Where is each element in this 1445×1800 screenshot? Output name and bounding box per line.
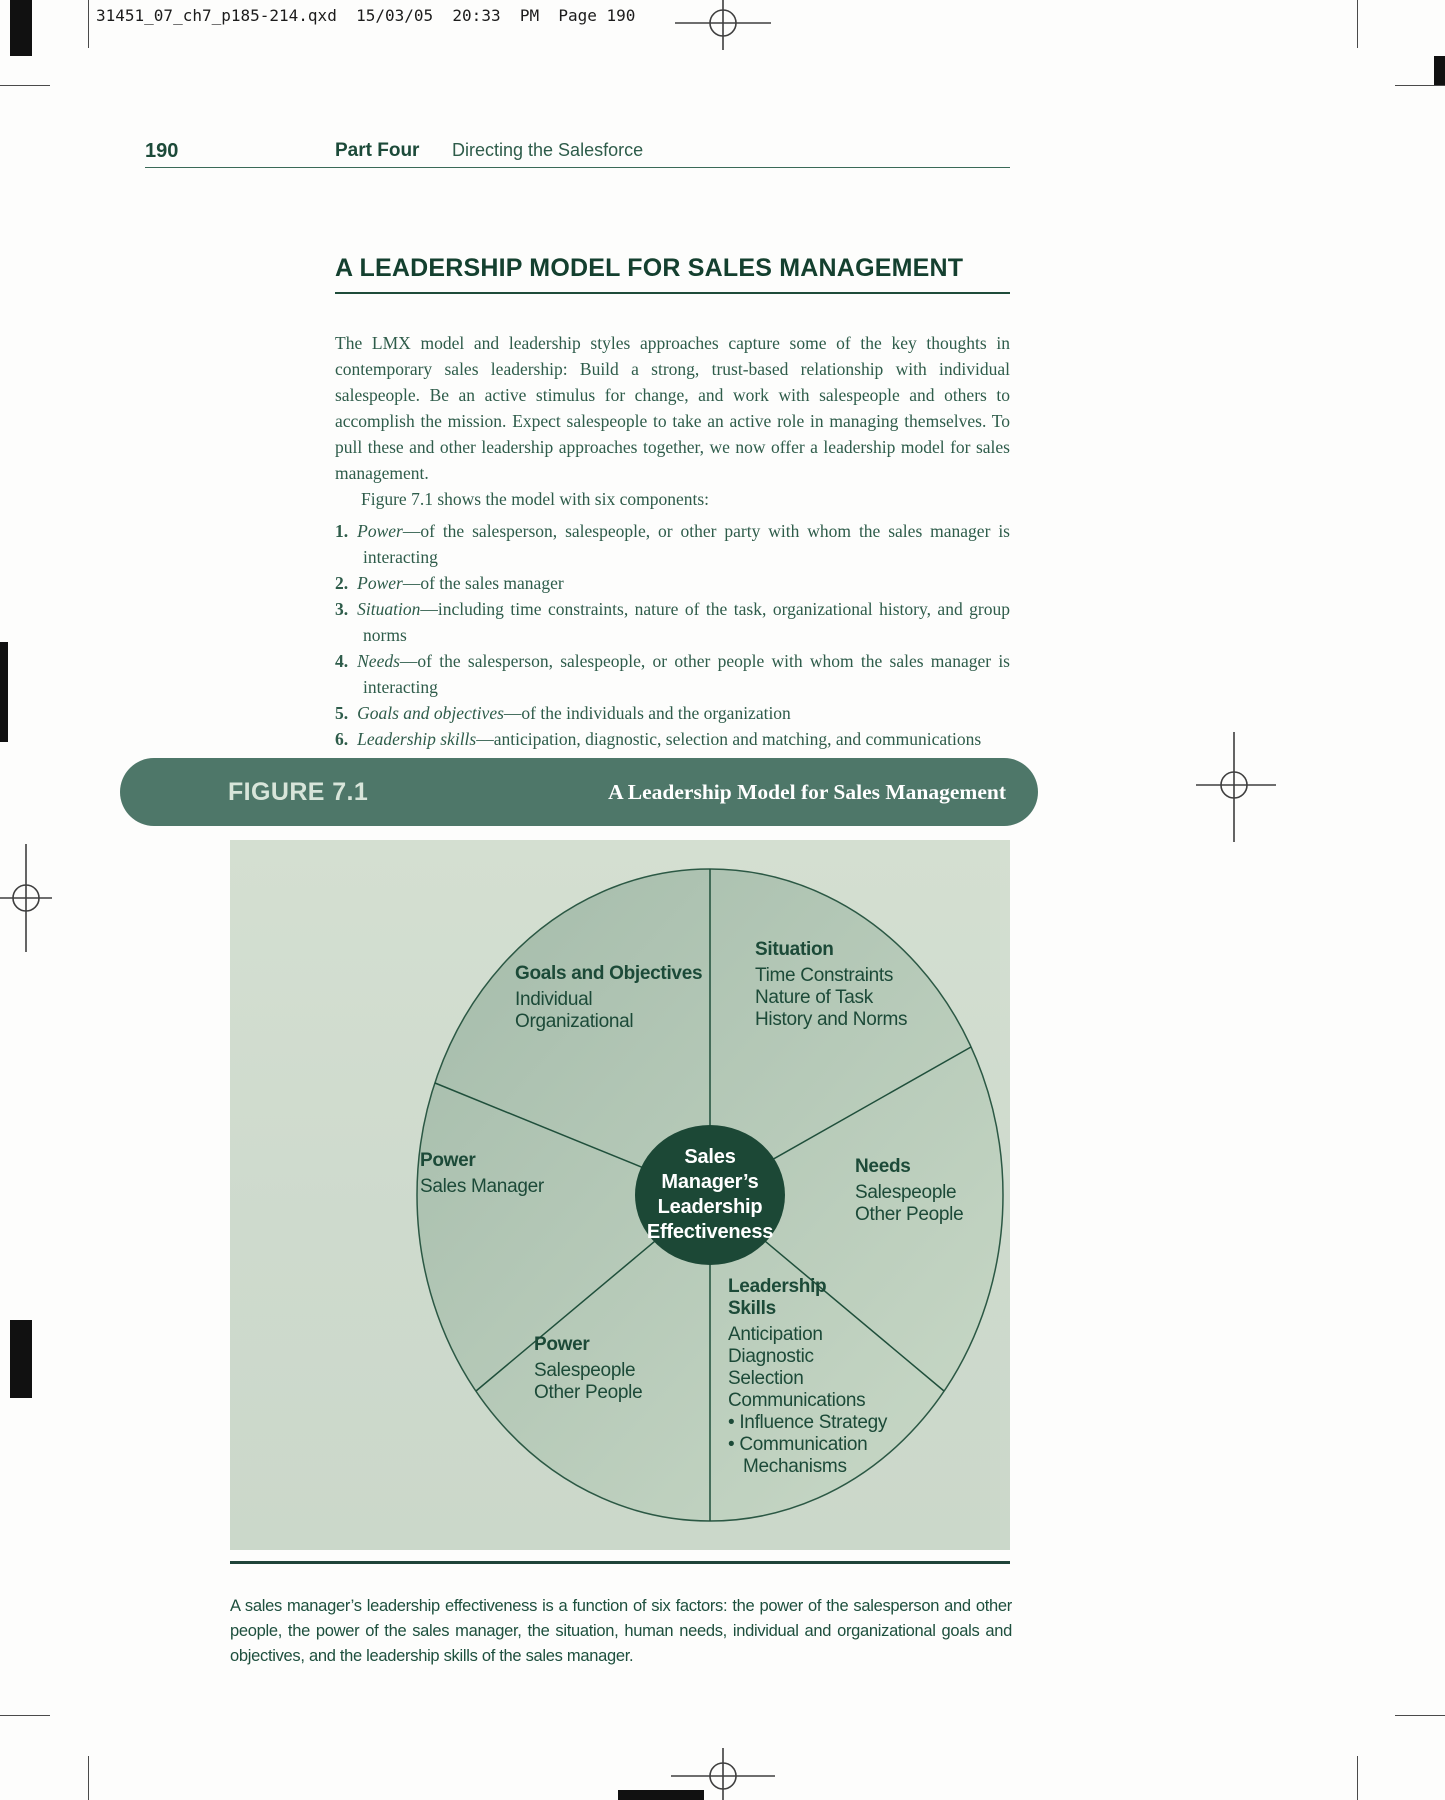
body-copy: The LMX model and leadership styles appr…: [335, 330, 1010, 752]
bleed-bar-icon: [0, 642, 8, 742]
list-item-term: Situation: [357, 599, 421, 619]
leadership-model-diagram: [416, 868, 1004, 1522]
sector-title: Leadership Skills: [728, 1276, 827, 1319]
sector-line-text: Other People: [855, 1204, 964, 1225]
sector-line-text: Sales Manager: [420, 1176, 544, 1197]
list-item-number: 3.: [335, 599, 349, 619]
registration-mark-icon: [671, 1748, 775, 1800]
part-title: Directing the Salesforce: [452, 140, 644, 160]
list-item-number: 1.: [335, 521, 349, 541]
bleed-bar-icon: [10, 1320, 32, 1398]
list-item-term: Goals and objectives: [357, 703, 504, 723]
crop-mark-icon: [88, 0, 89, 48]
bleed-bar-icon: [10, 0, 32, 56]
list-item-term: Power: [357, 521, 403, 541]
sector-line-text: Organizational: [515, 1011, 634, 1032]
sector-line-text: Salespeople: [534, 1360, 636, 1381]
sector-line-text: History and Norms: [755, 1009, 908, 1030]
list-item-number: 4.: [335, 651, 349, 671]
crop-mark-icon: [1395, 1715, 1445, 1716]
sector-title: Goals and Objectives: [515, 963, 703, 984]
list-item-number: 5.: [335, 703, 349, 723]
sector-title: Situation: [755, 939, 834, 960]
bleed-bar-icon: [618, 1790, 704, 1800]
bleed-bar-icon: [1434, 56, 1445, 86]
sector-line-text: Diagnostic: [728, 1346, 814, 1367]
running-head-rule: [145, 167, 1010, 168]
sector-line-text: Salespeople: [855, 1182, 957, 1203]
registration-mark-icon: [1196, 732, 1276, 842]
center-circle-label: Sales Manager’s Leadership Effectiveness: [646, 1146, 774, 1243]
list-item-text: —anticipation, diagnostic, selection and…: [476, 729, 982, 749]
list-item-term: Leadership skills: [357, 729, 477, 749]
list-item-term: Needs: [357, 651, 400, 671]
list-item-text: —of the sales manager: [402, 573, 564, 593]
figure-title: A Leadership Model for Sales Management: [608, 780, 1006, 804]
section-heading: A LEADERSHIP MODEL FOR SALES MANAGEMENT: [335, 254, 1010, 294]
sector-title: Power: [534, 1334, 590, 1355]
page-number: 190: [145, 140, 179, 162]
crop-mark-icon: [1357, 1756, 1358, 1800]
sector-line-text: Individual: [515, 989, 593, 1010]
caption-rule: [230, 1561, 1010, 1564]
crop-mark-icon: [1357, 0, 1358, 48]
list-item-text: —of the salesperson, salespeople, or oth…: [363, 521, 1010, 567]
figure-banner: FIGURE 7.1 A Leadership Model for Sales …: [120, 758, 1038, 826]
figure-panel: [230, 840, 1010, 1550]
sector-line-text: • Influence Strategy: [728, 1412, 888, 1433]
lead-paragraph: The LMX model and leadership styles appr…: [335, 333, 1010, 483]
sector-line-text: Anticipation: [728, 1324, 823, 1345]
center-circle: [635, 1125, 785, 1265]
figure-intro-line: Figure 7.1 shows the model with six comp…: [361, 489, 710, 509]
sector-line-text: • Communication Mechanisms: [728, 1434, 868, 1477]
list-item-number: 2.: [335, 573, 349, 593]
crop-mark-icon: [0, 1715, 50, 1716]
registration-mark-icon: [0, 844, 52, 952]
print-filename-slug: 31451_07_ch7_p185-214.qxd 15/03/05 20:33…: [96, 6, 636, 25]
list-item-text: —of the individuals and the organization: [503, 703, 791, 723]
list-item: 1. Power—of the salesperson, salespeople,…: [335, 518, 1010, 570]
list-item: 2. Power—of the sales manager: [335, 570, 1010, 596]
sector-line-text: Nature of Task: [755, 987, 873, 1008]
sector-title: Power: [420, 1150, 476, 1171]
list-item: 4. Needs—of the salesperson, salespeople,…: [335, 648, 1010, 700]
part-label: Part Four: [335, 140, 420, 161]
figure-caption: A sales manager’s leadership effectivene…: [230, 1597, 1012, 1665]
components-list: 1.Power—of the salesperson, salespeople,…: [335, 518, 1010, 752]
list-item-text: —including time constraints, nature of t…: [363, 599, 1010, 645]
list-item-term: Power: [357, 573, 403, 593]
crop-mark-icon: [1395, 85, 1445, 86]
crop-mark-icon: [0, 85, 50, 86]
list-item: 6. Leadership skills—anticipation, diagno…: [335, 726, 1010, 752]
crop-mark-icon: [88, 1756, 89, 1800]
list-item: 5. Goals and objectives—of the individual…: [335, 700, 1010, 726]
sector-lines: Sales Manager: [420, 1176, 544, 1198]
list-item-text: —of the salesperson, salespeople, or oth…: [363, 651, 1010, 697]
sector-title: Needs: [855, 1156, 911, 1177]
list-item-number: 6.: [335, 729, 349, 749]
sector-line-text: Time Constraints: [755, 965, 894, 986]
registration-mark-icon: [675, 0, 771, 50]
sector-power-manager-label: Power Sales Manager: [420, 1150, 544, 1198]
list-item: 3. Situation—including time constraints, …: [335, 596, 1010, 648]
sector-line-text: Communications: [728, 1390, 866, 1411]
sector-line-text: Other People: [534, 1382, 643, 1403]
figure-number-label: FIGURE 7.1: [228, 778, 369, 806]
sector-line-text: Selection: [728, 1368, 804, 1389]
